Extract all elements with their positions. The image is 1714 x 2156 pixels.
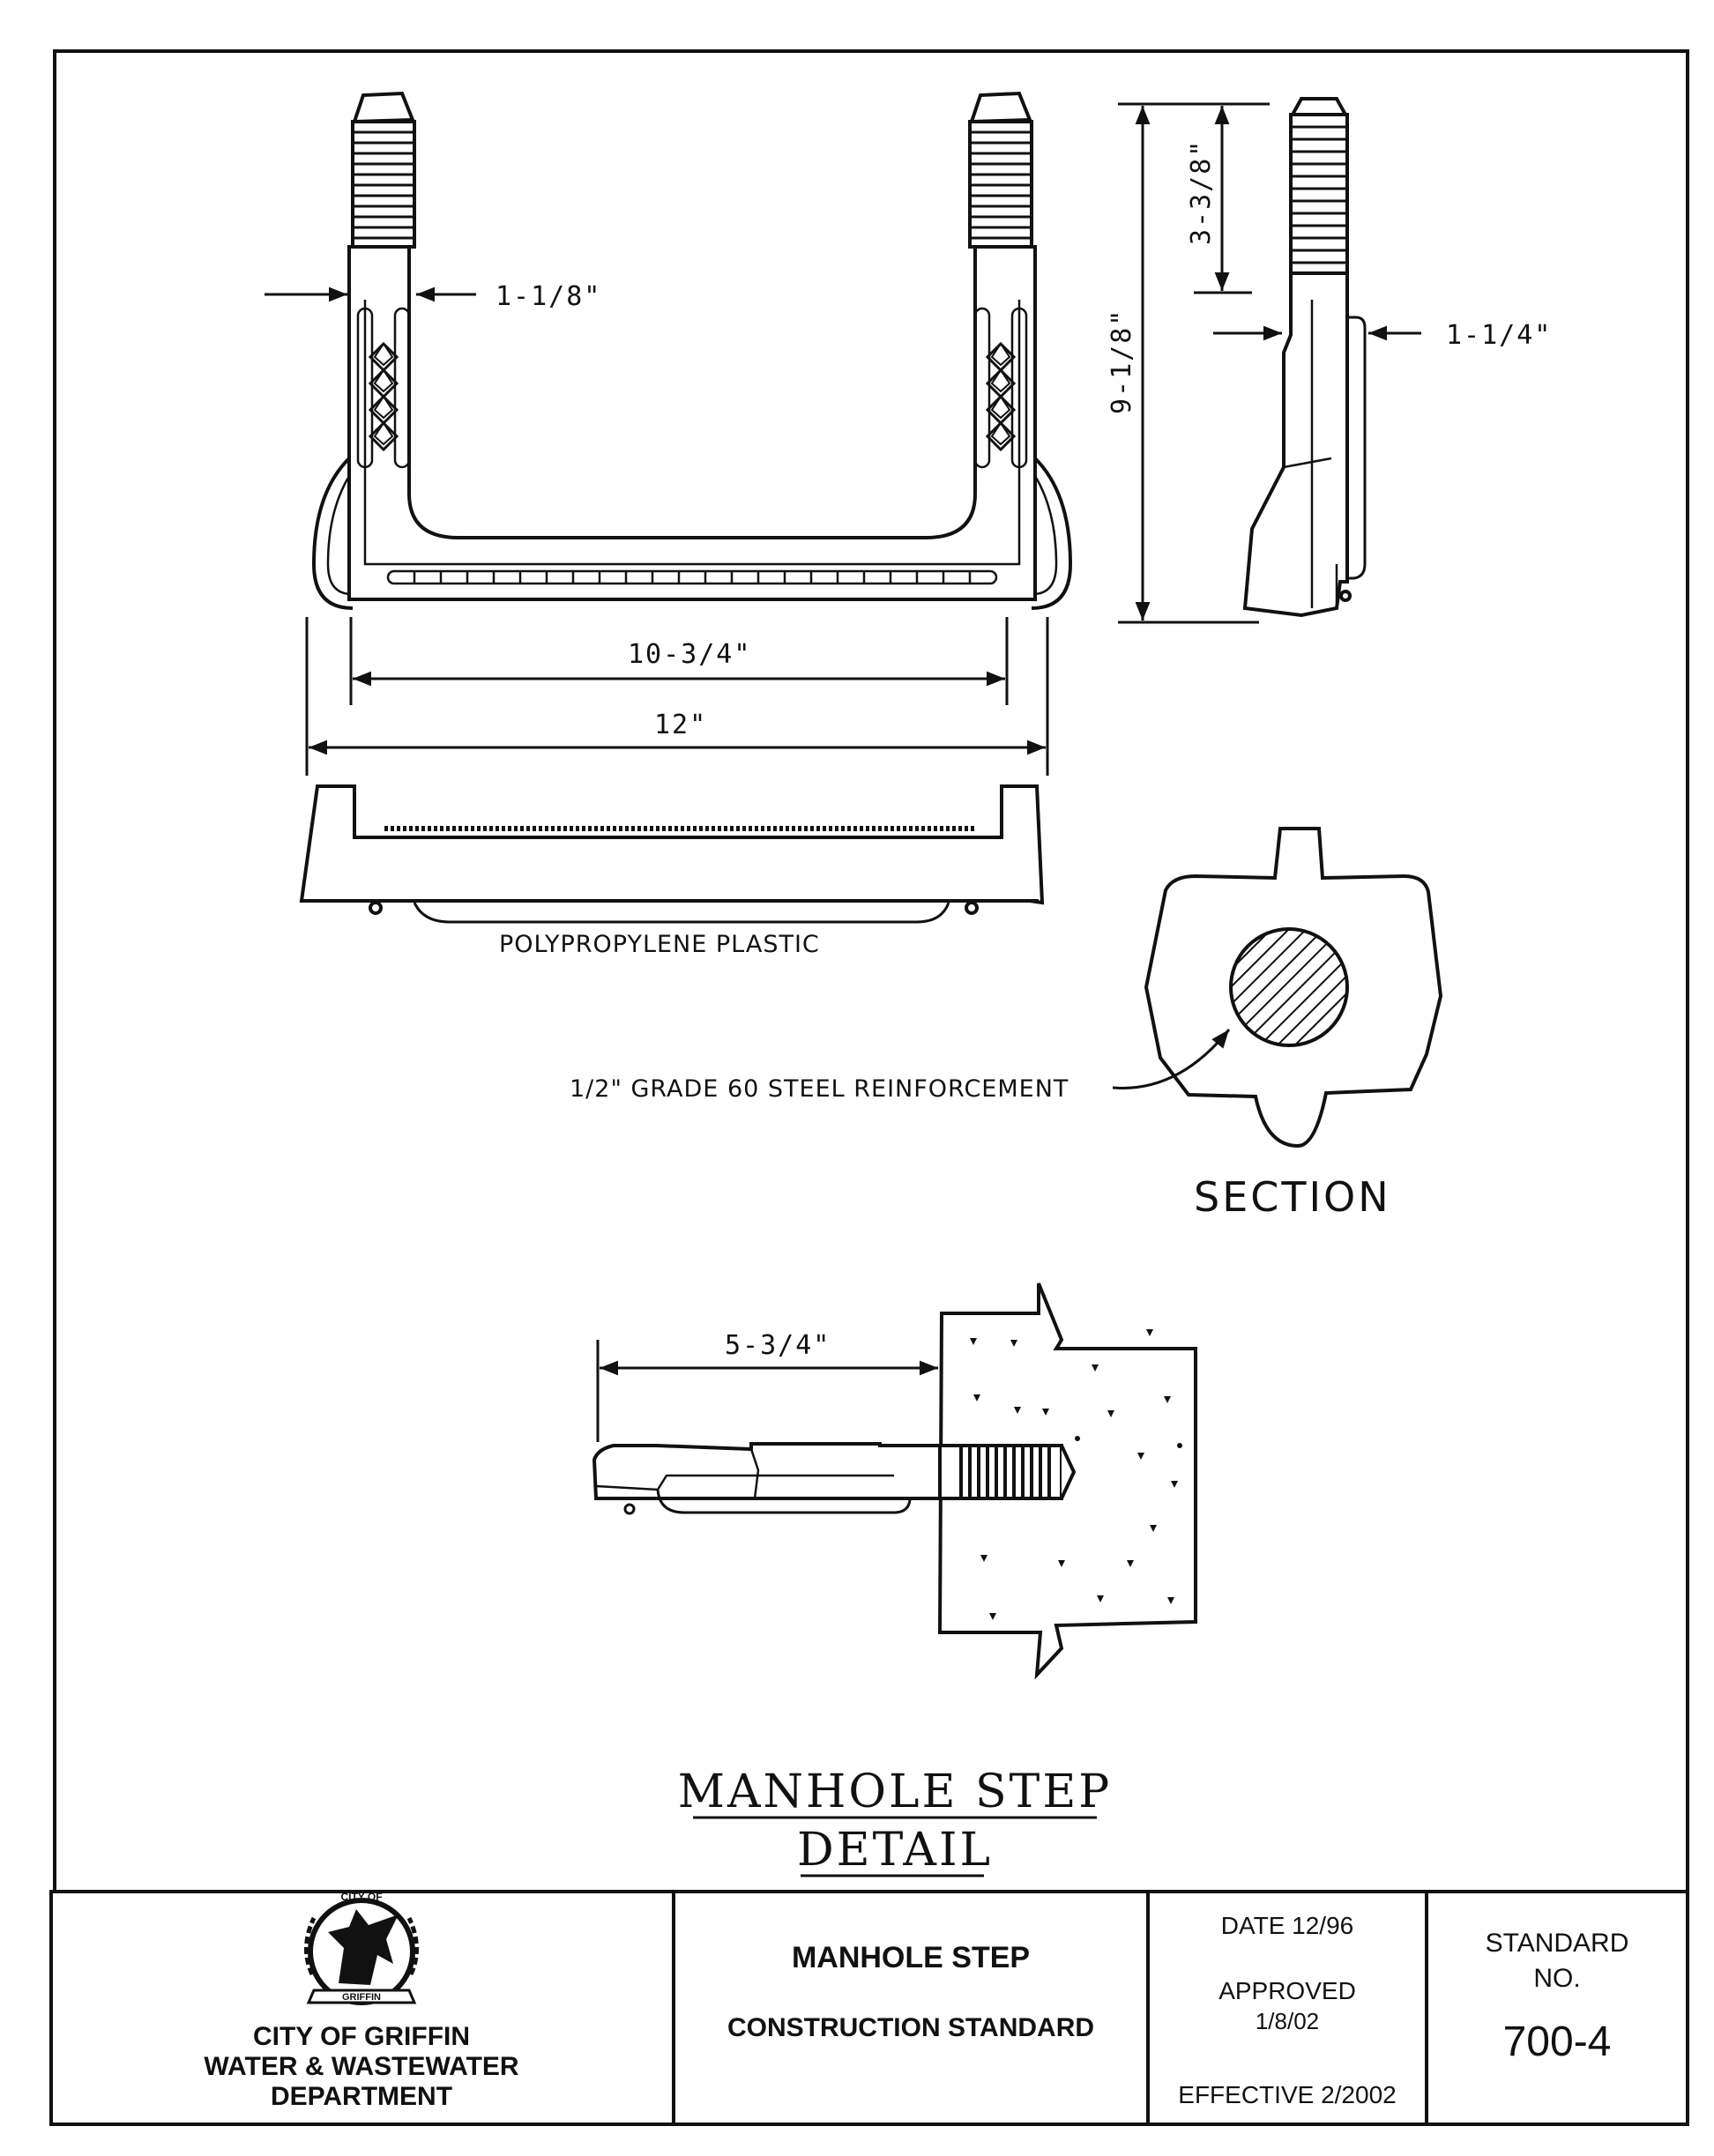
sheet-border — [49, 49, 1689, 2126]
section-view — [1112, 827, 1443, 1149]
logo-ribbon-text: GRIFFIN — [342, 1992, 381, 2003]
org-line-1: CITY OF GRIFFIN — [253, 2022, 470, 2051]
step-side-view — [1242, 97, 1367, 618]
dim-embed-depth-label: 5-3/4" — [725, 1330, 831, 1361]
date-text: DATE 12/96 — [1221, 1912, 1353, 1939]
dim-side — [1118, 102, 1421, 624]
standard-number: 700-4 — [1503, 2018, 1612, 2065]
dim-thread-length-label: 3-3/8" — [1186, 139, 1217, 245]
approved-label: APPROVED — [1218, 1977, 1356, 2004]
title-block — [672, 1892, 1428, 2124]
dim-widths — [305, 617, 1049, 776]
step-front-view — [311, 91, 1073, 610]
org-line-2: WATER & WASTEWATER — [204, 2052, 519, 2081]
installed-view — [592, 1282, 1197, 1680]
dim-outer-width-label: 12" — [654, 710, 707, 740]
reinforcement-note: 1/2" GRADE 60 STEEL REINFORCEMENT — [570, 1075, 1069, 1103]
dim-embed — [596, 1340, 938, 1442]
material-note: POLYPROPYLENE PLASTIC — [499, 931, 820, 958]
standard-label-2: NO. — [1533, 1964, 1580, 1993]
step-bottom-view — [299, 784, 1045, 924]
dim-post-width-label: 1-1/8" — [496, 281, 601, 312]
griffin-seal-icon: GRIFFIN CITY OF — [303, 1891, 420, 2005]
approved-date: 1/8/02 — [1256, 2008, 1319, 2034]
standard-label-1: STANDARD — [1486, 1929, 1629, 1958]
effective-date: EFFECTIVE 2/2002 — [1178, 2081, 1396, 2108]
dim-overall-height-label: 9-1/8" — [1107, 309, 1137, 414]
drawing-title-line1: MANHOLE STEP — [678, 1766, 1113, 1818]
drawing-title-line2: DETAIL — [797, 1824, 993, 1877]
logo-arc-text: CITY OF — [340, 1891, 382, 1903]
section-label: SECTION — [1194, 1173, 1391, 1221]
org-line-3: DEPARTMENT — [271, 2082, 452, 2111]
dim-inner-width-label: 10-3/4" — [628, 639, 751, 670]
dim-side-thickness-label: 1-1/4" — [1446, 320, 1552, 351]
title-block-subtitle: CONSTRUCTION STANDARD — [727, 2013, 1094, 2042]
title-block-title: MANHOLE STEP — [792, 1941, 1030, 1974]
